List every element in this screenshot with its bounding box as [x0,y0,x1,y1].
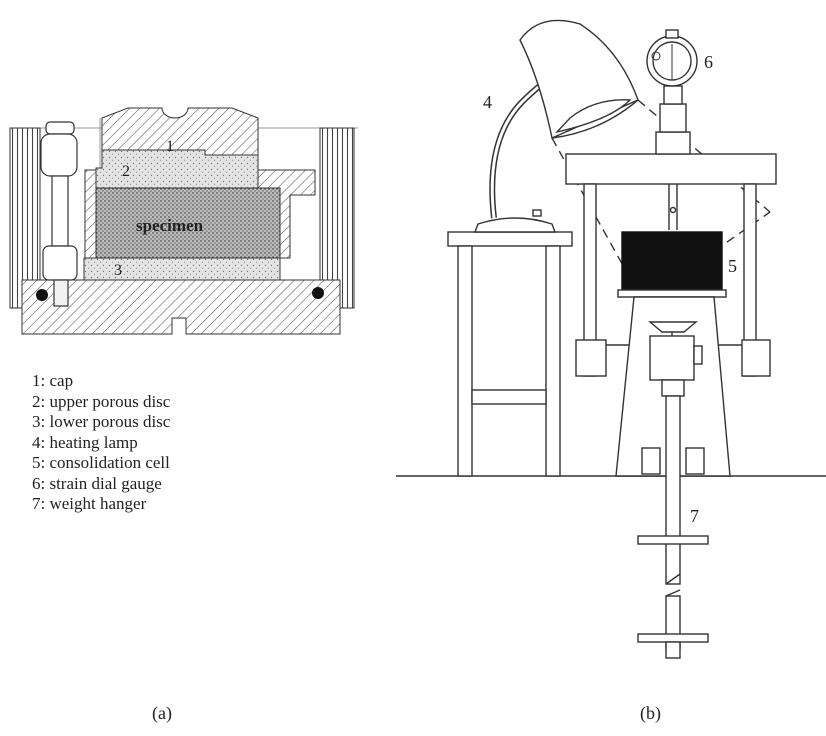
upper-porous-disc [95,149,259,189]
consolidation-cell-block [621,231,723,291]
strain-dial-gauge [646,29,698,230]
cell-label: 5 [728,256,737,276]
upper-disc-label: 2 [122,163,130,180]
legend: 1: cap 2: upper porous disc 3: lower por… [32,371,170,515]
legend-item: 1: cap [32,371,74,390]
weight-hanger [637,395,709,659]
legend-item: 4: heating lamp [32,432,138,452]
legend-item: 2: upper porous disc [32,391,171,411]
lower-disc-label: 3 [114,262,122,279]
lamp-table [447,231,573,477]
caption-a: (a) [152,703,172,723]
gauge-label: 6 [704,52,713,72]
heating-lamp [473,19,771,297]
left-seal [36,289,48,301]
pedestal [615,296,731,477]
panel-b-apparatus [396,19,826,659]
cap [101,107,259,156]
legend-item: 3: lower porous disc [32,412,171,431]
lamp-label: 4 [483,92,492,112]
specimen-label: specimen [136,216,204,235]
hanger-label: 7 [690,506,699,526]
cap-label: 1 [166,138,174,155]
legend-item: 5: consolidation cell [32,453,170,472]
left-side-wall [9,127,41,309]
left-bolt [40,121,78,307]
base-plate [21,279,341,335]
right-side-wall [319,127,355,309]
specimen [95,187,281,259]
right-seal [312,287,324,299]
legend-item: 6: strain dial gauge [32,473,162,493]
caption-b: (b) [640,703,661,723]
loading-frame [565,153,777,377]
panel-a-cross-section: 1 2 specimen 3 [9,107,358,335]
legend-item: 7: weight hanger [32,494,147,513]
